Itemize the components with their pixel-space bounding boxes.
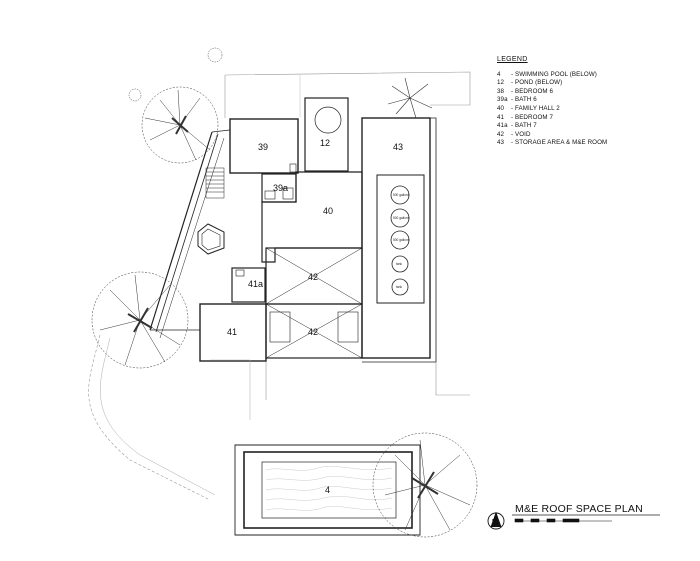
shrub-top bbox=[128, 47, 223, 102]
outer-wall-right bbox=[362, 117, 437, 363]
pool-outline bbox=[243, 451, 413, 529]
tank-4 bbox=[391, 255, 409, 273]
lower-boundary bbox=[265, 362, 470, 400]
tank-5 bbox=[391, 278, 409, 296]
compass-label: N bbox=[492, 519, 497, 526]
site-curve-left bbox=[88, 334, 211, 501]
room-40-outline bbox=[261, 171, 363, 263]
legend-item: 43- STORAGE AREA & M&E ROOM bbox=[497, 139, 608, 147]
room-12-outline bbox=[304, 97, 349, 172]
legend-items: 4- SWIMMING POOL (BELOW) 12- POND (BELOW… bbox=[497, 71, 607, 148]
room-label-41a: 41a bbox=[248, 279, 263, 289]
diagonal-wall-outer bbox=[149, 131, 213, 331]
diagonal-wall-link bbox=[150, 129, 231, 331]
legend-item: 40- FAMILY HALL 2 bbox=[497, 104, 560, 112]
compass-icon bbox=[487, 511, 505, 530]
tank-2-label: 500 gallons bbox=[393, 216, 410, 220]
legend-item: 41- BEDROOM 7 bbox=[497, 113, 554, 121]
tank-2 bbox=[390, 208, 410, 228]
tank-frame bbox=[376, 174, 425, 304]
room-label-41: 41 bbox=[227, 327, 237, 337]
palm-top-right bbox=[387, 77, 433, 119]
pond-circle bbox=[314, 106, 342, 134]
tree-middle-left bbox=[91, 271, 189, 369]
hex-feature bbox=[197, 223, 225, 255]
scale-bar bbox=[514, 518, 612, 523]
tank-4-label: tank bbox=[396, 262, 402, 266]
legend: LEGEND 4- SWIMMING POOL (BELOW) 12- POND… bbox=[497, 56, 607, 148]
room-label-39a: 39a bbox=[273, 183, 288, 193]
tank-3-label: 500 gallons bbox=[393, 238, 410, 242]
tank-3 bbox=[390, 230, 410, 250]
legend-item: 38- BEDROOM 6 bbox=[497, 87, 554, 95]
tree-bottom-right bbox=[372, 432, 478, 538]
legend-title: LEGEND bbox=[497, 56, 528, 63]
water-tanks bbox=[390, 185, 410, 296]
site-boundary-top bbox=[224, 71, 471, 106]
room-41a-outline bbox=[231, 267, 266, 303]
room-label-43: 43 bbox=[393, 142, 403, 152]
plan-title: M&E ROOF SPACE PLAN bbox=[515, 503, 643, 515]
room-label-4: 4 bbox=[325, 485, 330, 495]
room-39-outline bbox=[229, 118, 299, 174]
tree-top-left bbox=[141, 86, 219, 164]
tank-1 bbox=[390, 185, 410, 205]
tank-5-label: tank bbox=[396, 285, 402, 289]
tank-1-label: 500 gallons bbox=[393, 193, 410, 197]
legend-item: 4- SWIMMING POOL (BELOW) bbox=[497, 70, 597, 78]
legend-item: 39a- BATH 6 bbox=[497, 96, 537, 104]
legend-item: 41a- BATH 7 bbox=[497, 122, 537, 130]
room-label-42-lower: 42 bbox=[308, 327, 318, 337]
room-label-39: 39 bbox=[258, 142, 268, 152]
room-41-outline bbox=[199, 303, 267, 362]
legend-item: 42- VOID bbox=[497, 130, 531, 138]
legend-item: 12- POND (BELOW) bbox=[497, 79, 563, 87]
pool-water-lines bbox=[265, 466, 393, 511]
pool-deck bbox=[234, 444, 421, 536]
room-label-12: 12 bbox=[320, 138, 330, 148]
room-label-40: 40 bbox=[323, 206, 333, 216]
room-label-42-upper: 42 bbox=[308, 272, 318, 282]
stairs bbox=[205, 167, 225, 199]
